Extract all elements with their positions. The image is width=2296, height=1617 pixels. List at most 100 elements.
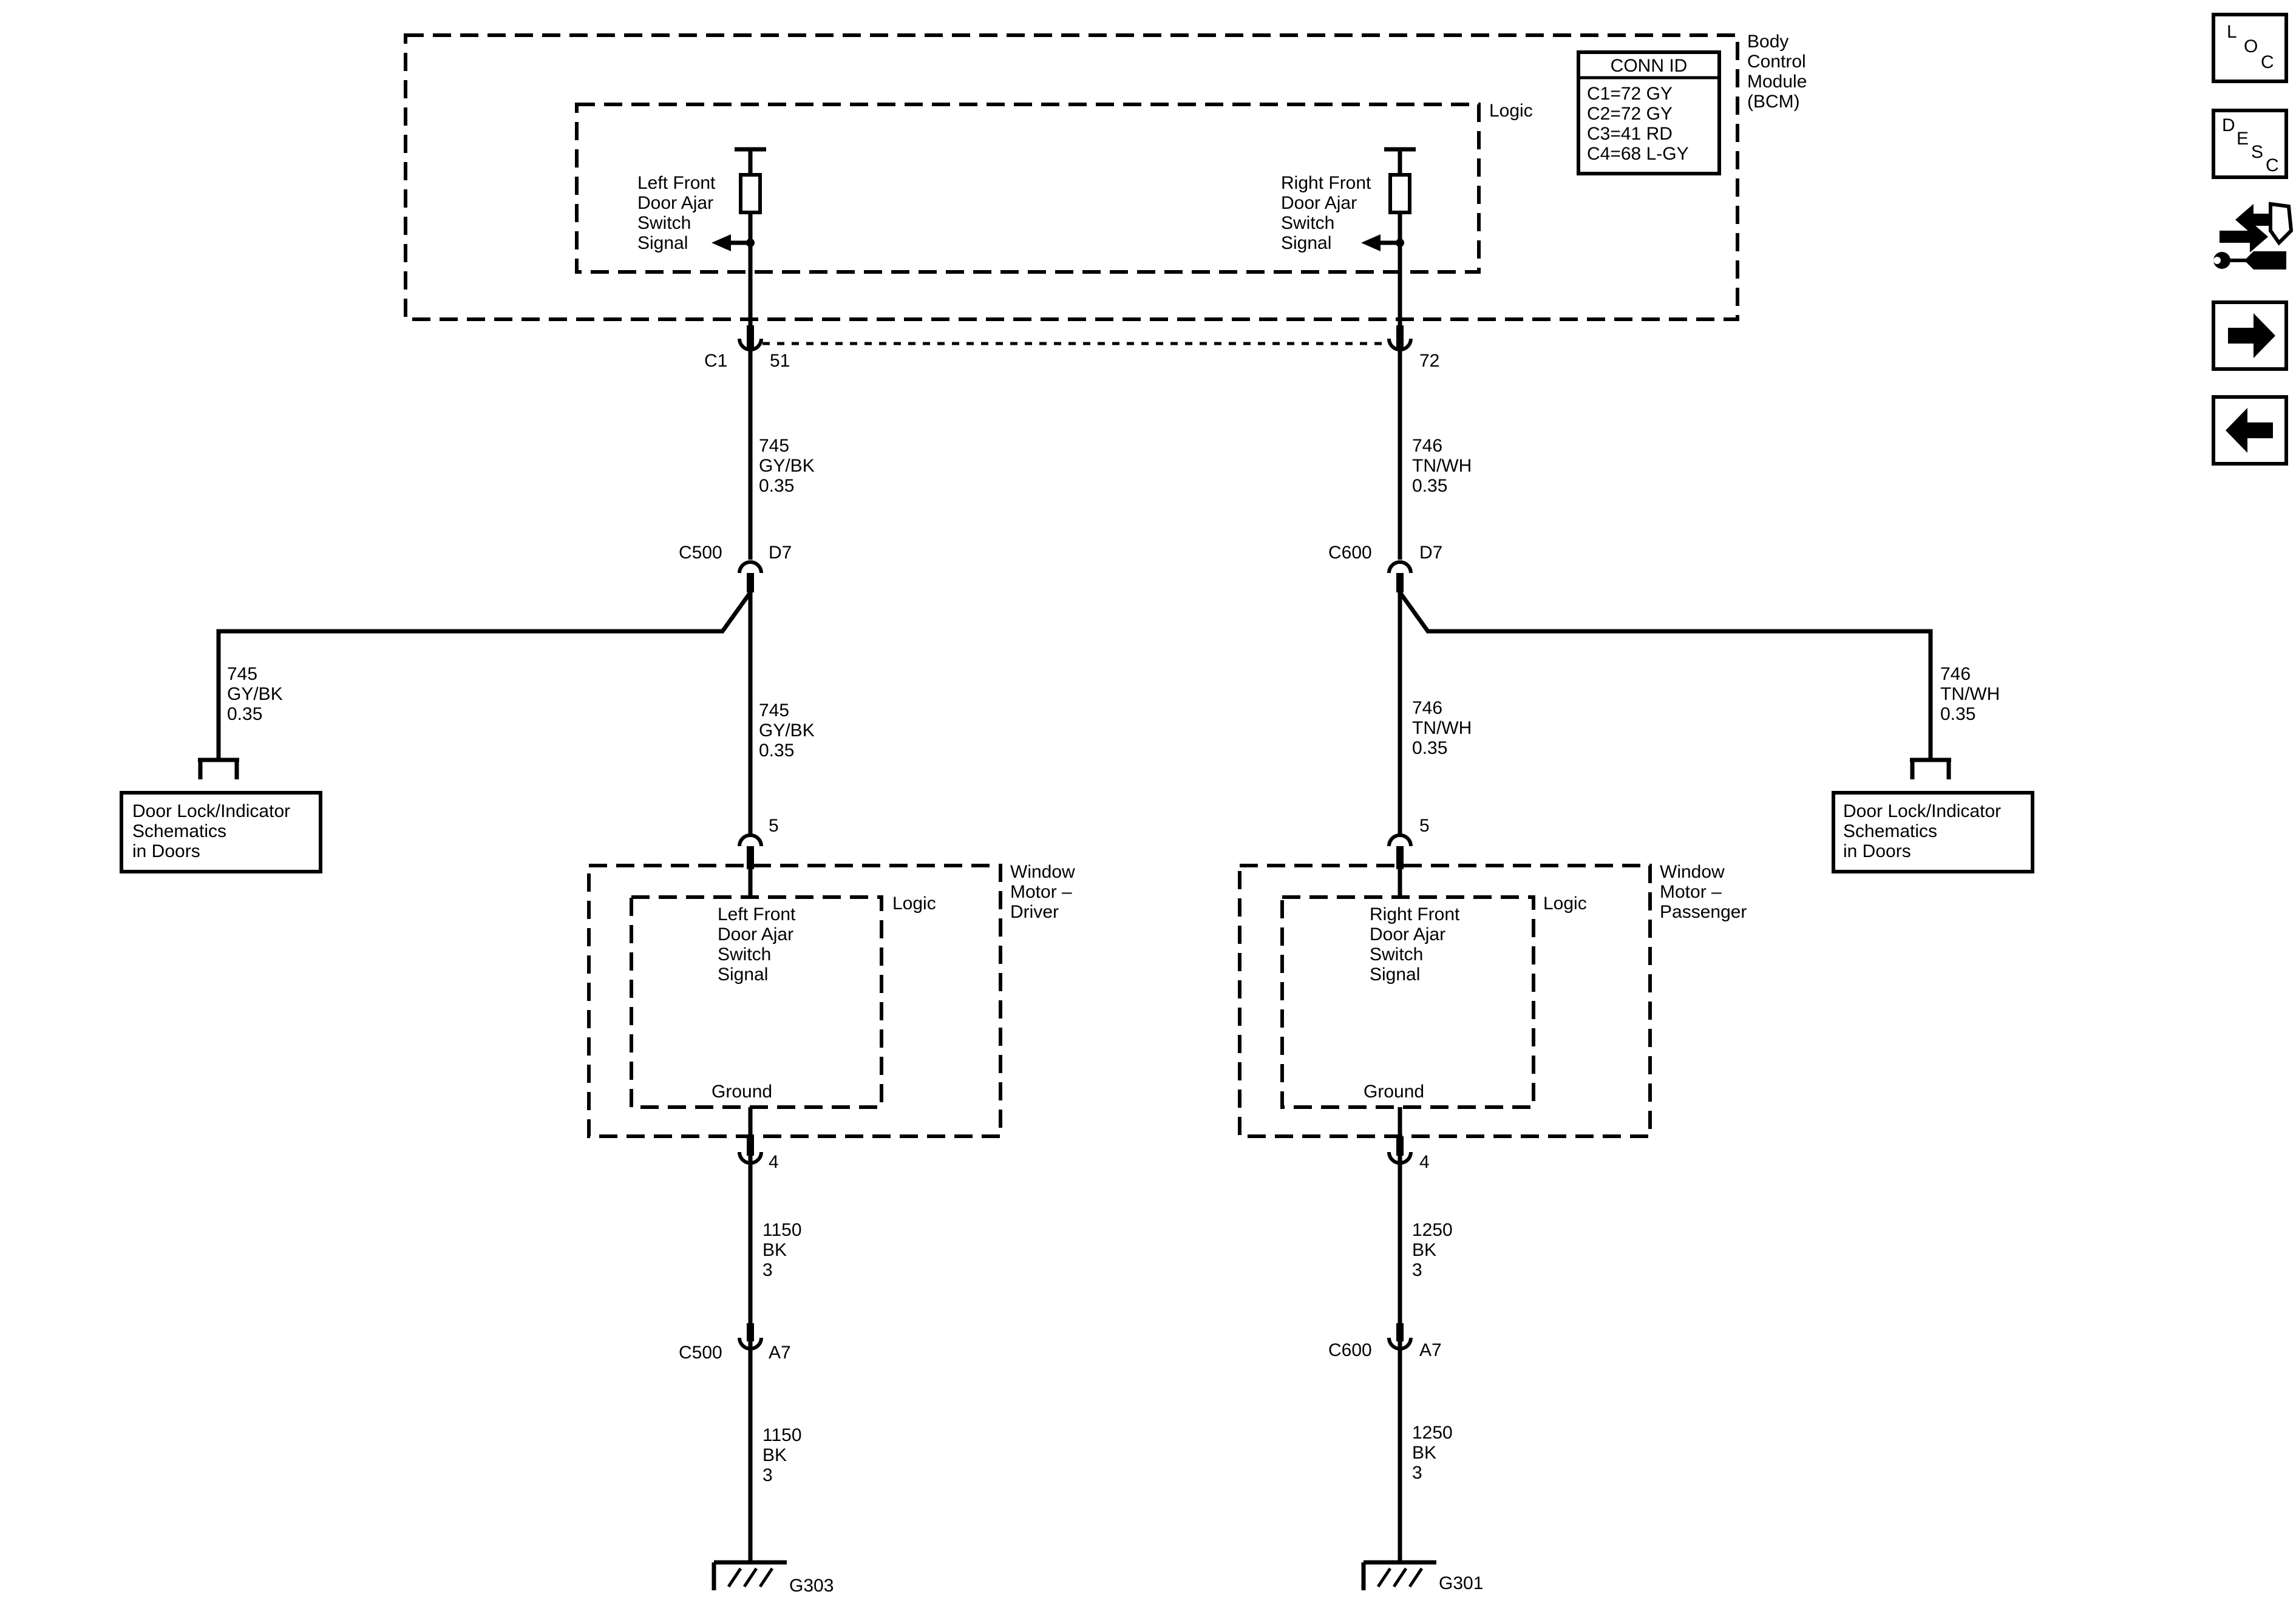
diagnostic-tool-icon[interactable] [2213, 202, 2294, 270]
wire-label-746-lower: 746 TN/WH 0.35 [1412, 698, 1472, 758]
wire-label-line: 745 [227, 664, 257, 684]
door-lock-left-box[interactable]: Door Lock/Indicator Schematics in Doors [120, 791, 322, 873]
door-lock-left-frame[interactable] [120, 791, 322, 873]
wire-label-line: BK [763, 1445, 787, 1465]
door-lock-line: in Doors [132, 841, 200, 861]
wire-746-branch [1398, 591, 1933, 760]
wire-label-line: 3 [763, 1465, 773, 1485]
diagnostic-arrow-right [2220, 221, 2268, 253]
diagnostic-connector [2269, 202, 2294, 246]
signal-label-line: Door Ajar [718, 924, 793, 944]
bcm-logic-outline [575, 103, 1481, 274]
pin-label: A7 [1419, 1340, 1442, 1360]
bcm-left-signal-label: Left Front Door Ajar Switch Signal [637, 173, 716, 253]
wire-label-line: TN/WH [1412, 718, 1472, 738]
signal-label-line: Door Ajar [637, 193, 713, 213]
passenger-signal-label: Right Front Door Ajar Switch Signal [1370, 904, 1460, 985]
signal-label-line: Signal [718, 964, 768, 985]
wrench-jaw [2213, 257, 2221, 264]
wire-label-745-lower: 745 GY/BK 0.35 [759, 700, 815, 761]
conn-id-row: C2=72 GY [1587, 104, 1673, 124]
window-motor-passenger-name: Window Motor – Passenger [1660, 862, 1747, 922]
wire-label-line: GY/BK [759, 720, 815, 741]
desc-button[interactable]: D E S C [2212, 109, 2288, 179]
wire-745-branch [216, 591, 752, 760]
loc-letter: O [2244, 36, 2258, 56]
signal-label-line: Right Front [1370, 904, 1460, 924]
pin-label: A7 [769, 1343, 791, 1363]
arrow-left-icon [2226, 408, 2273, 453]
arrow-right-icon [2228, 313, 2275, 358]
ground-hatch [1392, 1567, 1408, 1588]
door-lock-line: Door Lock/Indicator [132, 801, 290, 821]
connector-icon [1387, 833, 1413, 847]
connector-label: C500 [679, 543, 722, 563]
door-lock-right-frame[interactable] [1832, 791, 2034, 873]
wire-label-line: 0.35 [227, 704, 262, 724]
wire-label-line: 746 [1412, 436, 1442, 456]
motor-name-line: Motor – [1660, 882, 1722, 902]
signal-label-line: Left Front [718, 904, 796, 924]
bcm-right-signal-label: Right Front Door Ajar Switch Signal [1281, 173, 1371, 253]
connector-icon [738, 833, 763, 847]
motor-ground-label: Ground [712, 1082, 772, 1102]
wire-label-745-upper: 745 GY/BK 0.35 [759, 436, 815, 496]
connector-c500-d7 [738, 560, 763, 592]
wire-label-line: 0.35 [1412, 738, 1447, 758]
ground-g303-icon [712, 1560, 787, 1590]
pin-label: 5 [1419, 816, 1430, 836]
previous-button[interactable] [2212, 395, 2288, 466]
signal-label-line: Signal [1370, 964, 1420, 985]
window-motor-driver-logic-outline [630, 895, 883, 1109]
window-motor-driver-outline [587, 864, 1002, 1138]
pin-label: 4 [769, 1152, 779, 1172]
connector-driver-pin5 [738, 833, 763, 869]
bcm-name-line: Module [1747, 72, 1807, 92]
desc-letter: S [2251, 142, 2263, 162]
door-lock-line: Schematics [1843, 821, 1937, 841]
desc-letter: E [2237, 129, 2249, 149]
wire-label-746-branch: 746 TN/WH 0.35 [1940, 664, 2000, 724]
wire-label-line: 3 [1412, 1260, 1422, 1280]
motor-name-line: Driver [1010, 902, 1059, 922]
connector-label: C500 [679, 1343, 722, 1363]
ground-hatch [758, 1567, 774, 1588]
pin-label: D7 [1419, 543, 1442, 563]
pin-label: D7 [769, 543, 792, 563]
motor-logic-label: Logic [892, 893, 936, 914]
signal-label-line: Signal [637, 233, 688, 253]
connector-label: C1 [704, 351, 727, 371]
wire-label-line: BK [1412, 1443, 1436, 1463]
ground-label: G301 [1439, 1573, 1483, 1593]
wire-label-line: 746 [1940, 664, 1971, 684]
connector-label: C600 [1328, 1340, 1372, 1360]
wire-label-1250-lower: 1250 BK 3 [1412, 1423, 1453, 1483]
driver-signal-label: Left Front Door Ajar Switch Signal [718, 904, 796, 985]
pin-label: 51 [770, 351, 790, 371]
motor-name-line: Window [1660, 862, 1725, 882]
wire-label-line: 745 [759, 700, 789, 720]
signal-label-line: Switch [718, 944, 771, 964]
bcm-name-line: Control [1747, 52, 1806, 72]
conn-id-row: C3=41 RD [1587, 124, 1673, 144]
pin-label: 4 [1419, 1152, 1430, 1172]
motor-name-line: Passenger [1660, 902, 1747, 922]
loc-button-frame[interactable] [2212, 13, 2288, 83]
window-motor-passenger-outline [1238, 864, 1652, 1138]
loc-letter: C [2261, 52, 2274, 72]
resistor-icon [1388, 173, 1411, 214]
desc-button-frame[interactable] [2212, 109, 2288, 179]
wire-label-line: BK [1412, 1240, 1436, 1260]
ground-hatch [1376, 1567, 1392, 1588]
bcm-name: Body Control Module (BCM) [1747, 32, 1807, 112]
ground-label: G303 [789, 1576, 834, 1596]
wire-label-line: 1150 [763, 1220, 802, 1240]
loc-letter: L [2227, 22, 2237, 42]
loc-button[interactable]: L O C [2212, 13, 2288, 83]
next-button[interactable] [2212, 300, 2288, 371]
door-lock-right-box[interactable]: Door Lock/Indicator Schematics in Doors [1832, 791, 2034, 873]
wire-label-line: BK [763, 1240, 787, 1260]
wire-label-line: 0.35 [1940, 704, 1975, 724]
wire-label-line: 745 [759, 436, 789, 456]
connector-label: C600 [1328, 543, 1372, 563]
